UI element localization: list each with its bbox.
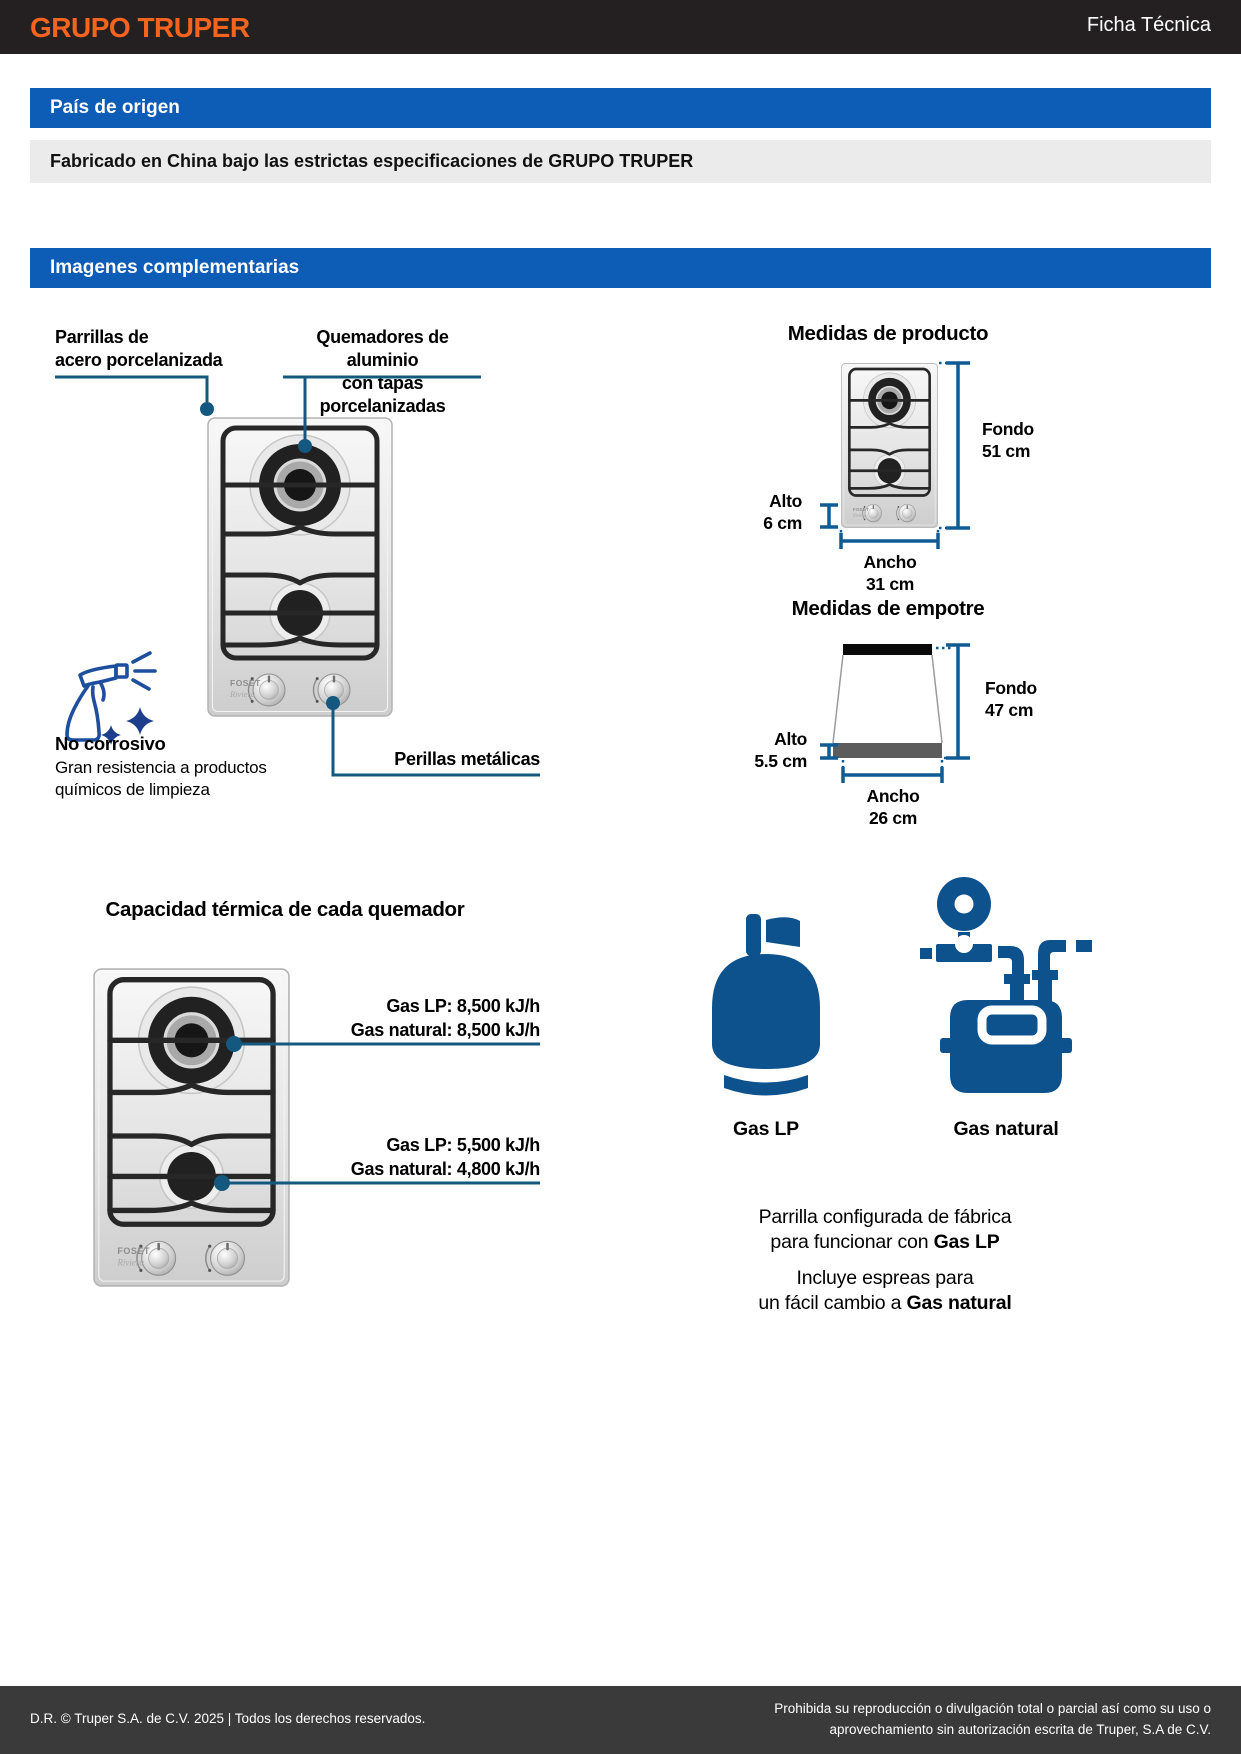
section-header-pais-de-origen: País de origen (30, 88, 1211, 128)
footer-bar: D.R. © Truper S.A. de C.V. 2025 | Todos … (0, 1686, 1241, 1754)
product-ancho-label: Ancho 31 cm (863, 552, 917, 594)
spray-bottle-icon (65, 651, 157, 745)
footer-legal: Prohibida su reproducción o divulgación … (774, 1699, 1211, 1740)
thermal-burner1-labels: Gas LP: 8,500 kJ/h Gas natural: 8,500 kJ… (300, 994, 541, 1042)
no-corrosive-title: No corrosivo (55, 733, 166, 754)
gas-lp-tank-icon (712, 914, 820, 1096)
factory-config-line1: Parrilla configurada de fábrica (758, 1206, 1012, 1228)
cutout-fondo-label: Fondo 47 cm (985, 678, 1037, 720)
thermal-burner2-labels: Gas LP: 5,500 kJ/h Gas natural: 4,800 kJ… (300, 1133, 541, 1181)
doc-type-label: Ficha Técnica (1086, 14, 1211, 36)
header-bar: GRUPO TRUPER Ficha Técnica (0, 0, 1241, 54)
thermal-burner1-lp: Gas LP: 8,500 kJ/h (386, 996, 540, 1016)
cooktop-photo-dims (841, 363, 938, 528)
cutout-ancho-label: Ancho 26 cm (866, 786, 920, 828)
cutout-dims-title: Medidas de empotre (791, 597, 985, 620)
origin-body-bar: Fabricado en China bajo las estrictas es… (30, 140, 1211, 183)
thermal-title: Capacidad térmica de cada quemador (105, 898, 465, 921)
footer-legal-line1: Prohibida su reproducción o divulgación … (774, 1701, 1211, 1716)
factory-config-line2: para funcionar con Gas LP (770, 1230, 1000, 1253)
no-corrosive-body-line1: Gran resistencia a productos (55, 758, 267, 777)
product-fondo-label: Fondo 51 cm (982, 419, 1034, 461)
thermal-burner2-natural: Gas natural: 4,800 kJ/h (350, 1159, 541, 1179)
thermal-burner2-lp: Gas LP: 5,500 kJ/h (386, 1135, 540, 1155)
cooktop-photo-main (207, 417, 393, 717)
callout-burners: Quemadores de aluminio con tapas porcela… (280, 326, 485, 418)
cutout-alto-label: Alto 5.5 cm (754, 729, 807, 771)
callout-burners-line1: Quemadores de aluminio (316, 327, 449, 370)
no-corrosive-body-line2: químicos de limpieza (55, 780, 210, 799)
gas-natural-label: Gas natural (953, 1118, 1059, 1140)
callout-grates: Parrillas de acero porcelanizada (55, 326, 275, 372)
sparkles (101, 707, 154, 745)
footer-legal-line2: aprovechamiento sin autorización escrita… (829, 1721, 1211, 1737)
section-header-imagenes: Imagenes complementarias (30, 248, 1211, 288)
footer-copyright: D.R. © Truper S.A. de C.V. 2025 | Todos … (30, 1711, 426, 1726)
grupo-truper-logo: GRUPO TRUPER (30, 12, 250, 43)
cutout-dimension-lines (820, 643, 970, 783)
gas-lp-label: Gas LP (733, 1118, 799, 1140)
nozzles-line2: un fácil cambio a Gas natural (758, 1291, 1012, 1314)
nozzles-paragraph: Incluye espreas para un fácil cambio a G… (680, 1266, 1090, 1315)
callout-grates-line2: acero porcelanizada (55, 350, 223, 370)
callout-knobs: Perillas metálicas (394, 749, 540, 769)
factory-config-paragraph: Parrilla configurada de fábrica para fun… (680, 1205, 1090, 1254)
product-dims-title: Medidas de producto (787, 322, 989, 345)
callout-burners-line2: con tapas porcelanizadas (319, 373, 446, 416)
nozzles-line1: Incluye espreas para (796, 1267, 974, 1289)
thermal-burner1-natural: Gas natural: 8,500 kJ/h (350, 1020, 541, 1040)
product-alto-label: Alto 6 cm (763, 491, 802, 533)
cooktop-photo-thermal (93, 968, 290, 1287)
cutout-dash-marks (841, 646, 952, 768)
no-corrosive-body: Gran resistencia a productos químicos de… (55, 757, 267, 801)
cutout-diagram (832, 644, 943, 758)
gas-natural-meter-icon (920, 877, 1092, 1093)
callout-grates-line1: Parrillas de (55, 327, 149, 347)
